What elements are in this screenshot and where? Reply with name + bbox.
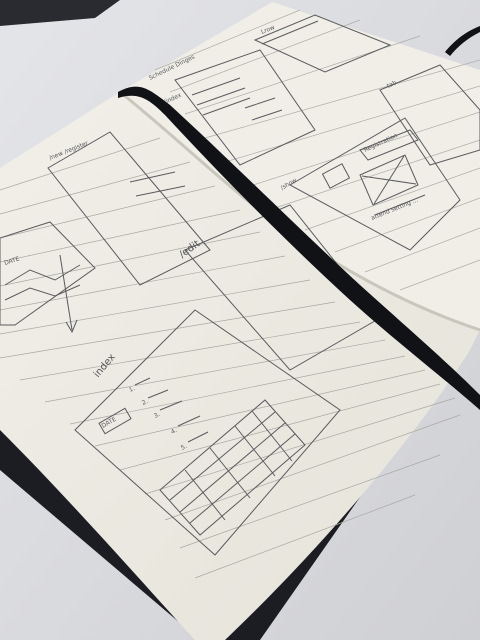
label-right-top: Lrow — [260, 24, 276, 36]
widget-chart — [4, 264, 81, 286]
list-number-3: 3. — [153, 411, 161, 420]
right-page — [120, 2, 480, 330]
sketch-x-box — [359, 154, 419, 206]
list-number-1: 1. — [128, 385, 136, 394]
list-number-2: 2. — [141, 398, 149, 407]
sketch-table — [159, 399, 306, 536]
laptop-corner — [0, 0, 120, 26]
left-page — [0, 92, 480, 640]
ribbon-bookmark — [118, 86, 480, 410]
list-number-4: 4. — [170, 427, 178, 436]
ribbon-end — [445, 26, 480, 56]
label-left-widget: DATE — [3, 255, 20, 267]
wireframe-register — [47, 131, 211, 286]
right-page-sketches — [174, 14, 480, 251]
list-number-5: 5. — [180, 443, 188, 452]
wireframe-index-left — [74, 309, 341, 556]
wireframe-top — [253, 14, 392, 73]
sketch-button — [321, 163, 351, 189]
widget-arrow — [59, 254, 78, 334]
label-right-tab: tab — [386, 79, 398, 90]
date-chip — [98, 407, 132, 435]
wireframe-show — [288, 117, 461, 251]
wireframe-tab — [379, 64, 480, 166]
wireframe-index — [174, 49, 316, 166]
left-page-ruled-lines — [0, 137, 461, 579]
